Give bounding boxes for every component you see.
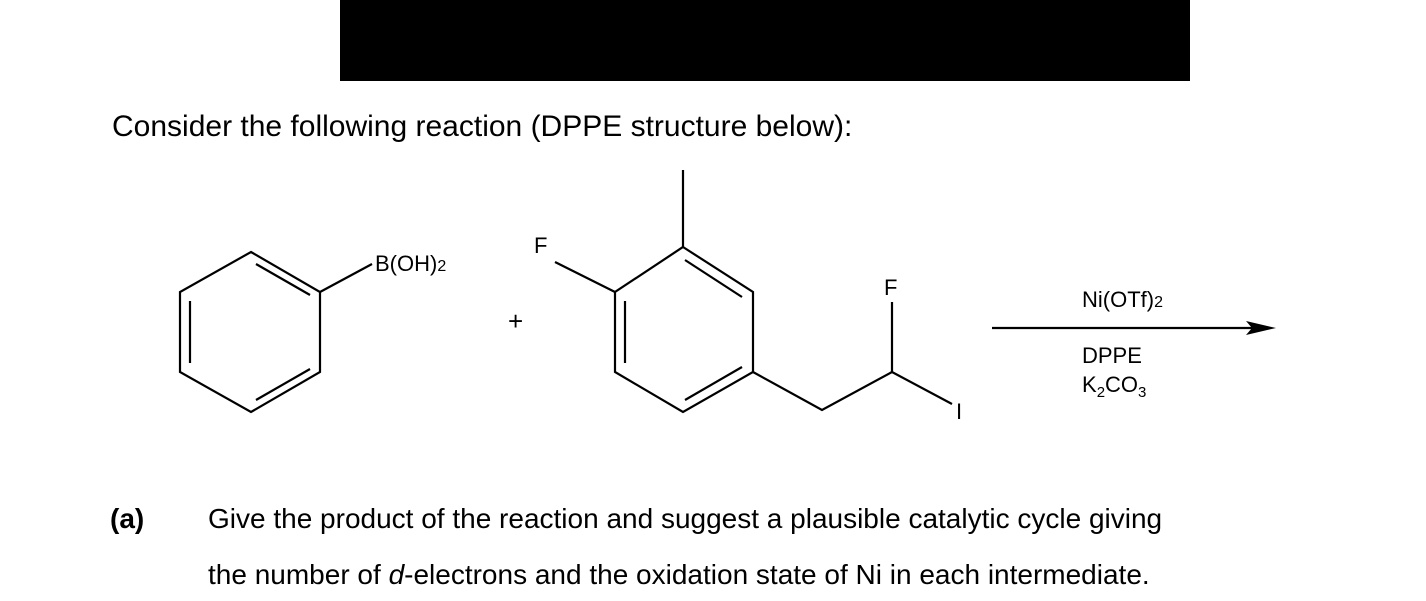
question-label: (a) bbox=[110, 503, 145, 534]
ligand-label: DPPE bbox=[1082, 343, 1142, 368]
question-text: the number of bbox=[208, 559, 389, 590]
c-f-bond bbox=[554, 261, 616, 293]
question-text: -electrons and the oxidation state of Ni… bbox=[404, 559, 1150, 590]
reaction-arrow bbox=[992, 321, 1276, 335]
question-line-1: Give the product of the reaction and sug… bbox=[208, 503, 1163, 534]
base-label: K2CO3 bbox=[1082, 372, 1146, 401]
c-b-bond bbox=[319, 263, 373, 293]
intro-text: Consider the following reaction (DPPE st… bbox=[112, 110, 853, 143]
boronic-acid-label: B(OH)2 bbox=[375, 251, 446, 276]
c-i-bond bbox=[891, 371, 953, 405]
d-italic: d bbox=[388, 559, 405, 590]
benzene-ring bbox=[178, 250, 322, 414]
aryl-fluorine-label: F bbox=[534, 233, 547, 258]
aryl-iodide: F F I bbox=[534, 170, 962, 424]
catalyst-label: Ni(OTf)2 bbox=[1082, 287, 1163, 312]
plus-sign: + bbox=[508, 306, 523, 336]
chain-fluorine-label: F bbox=[884, 275, 897, 300]
ethyl-chain bbox=[752, 371, 893, 412]
benzene-ring-2 bbox=[613, 245, 755, 414]
redaction-bar bbox=[340, 0, 1190, 81]
phenylboronic-acid: B(OH)2 bbox=[178, 250, 446, 414]
iodine-label: I bbox=[956, 399, 962, 424]
question-line-2: the number of d-electrons and the oxidat… bbox=[208, 559, 1150, 591]
